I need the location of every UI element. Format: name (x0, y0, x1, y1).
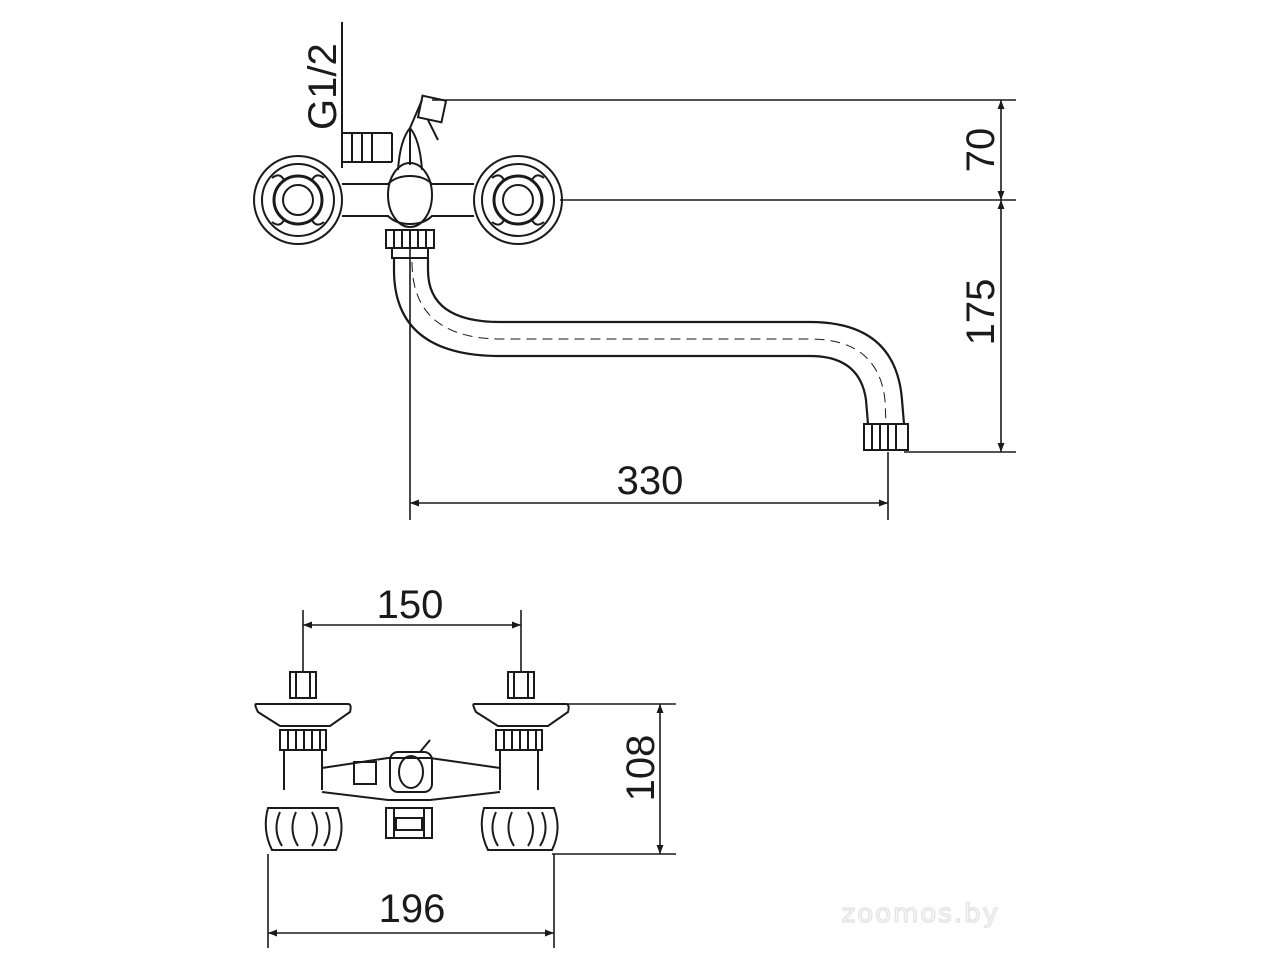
dim-inlet-spacing: 150 (377, 583, 444, 627)
front-spout-nut (385, 807, 433, 839)
right-inlet (472, 671, 570, 790)
left-front-handle (264, 807, 343, 851)
top-view (253, 22, 909, 451)
bottom-view (254, 671, 570, 851)
left-inlet (254, 671, 352, 790)
top-dimensions (409, 99, 1016, 520)
right-handle (473, 155, 563, 245)
dim-spout-height: 175 (959, 279, 1003, 346)
left-handle (253, 155, 343, 245)
dim-overall-width: 196 (379, 887, 446, 931)
aerator (863, 423, 909, 451)
dim-body-height: 108 (619, 735, 663, 802)
dim-upper-height: 70 (959, 128, 1003, 173)
right-front-handle (480, 807, 559, 851)
thread-label: G1/2 (301, 43, 345, 130)
dim-spout-reach: 330 (617, 459, 684, 503)
bottom-dimensions (267, 610, 676, 948)
diverter-lever (409, 94, 448, 141)
inlet-pipe (341, 22, 393, 168)
front-body (321, 739, 501, 801)
s-spout (392, 258, 906, 425)
watermark: zoomos.by (842, 899, 1000, 929)
